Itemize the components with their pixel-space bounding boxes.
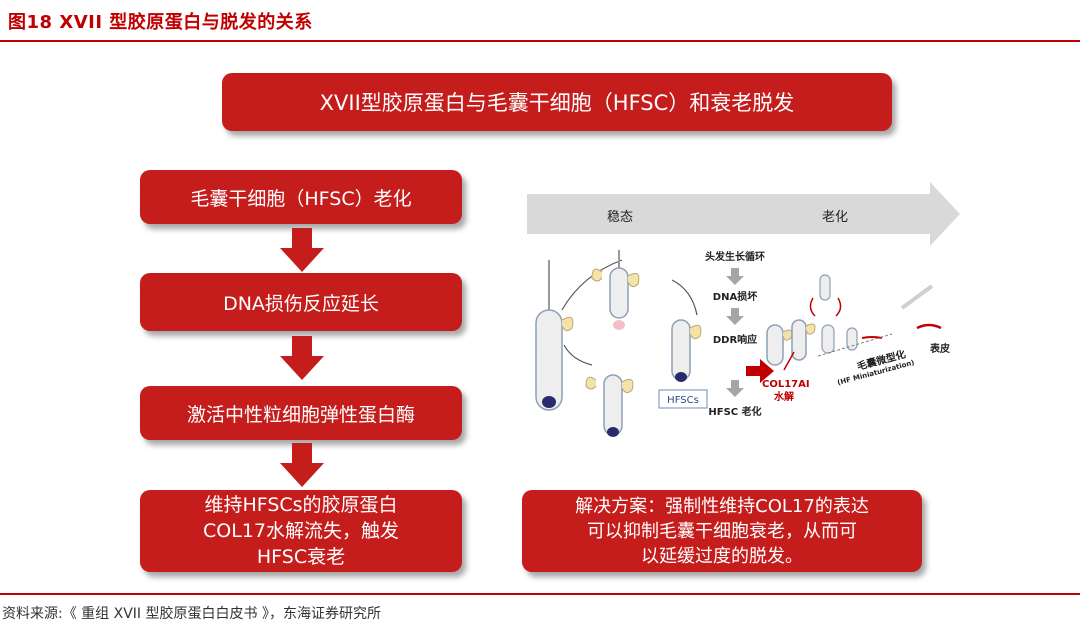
hair-follicle-diagram: 稳态 老化 HFSCs 头发生长循环 DNA损坏 DDR响应 HFSC 老化 bbox=[527, 182, 960, 437]
stage-homeostasis: 稳态 bbox=[607, 209, 633, 225]
down-arrow-icon bbox=[280, 228, 324, 272]
step-dna-damage: DNA损伤反应延长 bbox=[140, 273, 462, 331]
hfscs-label-box bbox=[658, 389, 708, 409]
top-rule bbox=[0, 40, 1080, 42]
hfscs-label: HFSCs bbox=[667, 395, 699, 406]
label-hfsc-aging: HFSC 老化 bbox=[708, 405, 761, 418]
label-ddr: DDR响应 bbox=[713, 333, 757, 346]
flow-arrow-icon bbox=[726, 380, 744, 397]
label-hair-cycle: 头发生长循环 bbox=[705, 250, 765, 263]
stage-aging: 老化 bbox=[822, 210, 848, 225]
hair-cycle-illustration bbox=[535, 250, 702, 437]
step-col17-loss: 维持HFSCs的胶原蛋白 COL17水解流失，触发 HFSC衰老 bbox=[140, 490, 462, 572]
label-epidermis: 表皮 bbox=[929, 342, 950, 355]
label-col17-line2: 水解 bbox=[773, 390, 794, 403]
stage-arrow bbox=[527, 182, 960, 246]
flow-arrow-icon bbox=[726, 308, 744, 325]
label-col17-line1: COL17AI bbox=[762, 379, 810, 390]
down-arrow-icon bbox=[280, 336, 324, 380]
source-note: 资料来源:《 重组 XVII 型胶原蛋白白皮书 》，东海证券研究所 bbox=[2, 606, 381, 622]
solution-box: 解决方案：强制性维持COL17的表达 可以抑制毛囊干细胞衰老，从而可 以延缓过度… bbox=[522, 490, 922, 572]
bottom-rule bbox=[0, 593, 1080, 595]
step-hfsc-aging: 毛囊干细胞（HFSC）老化 bbox=[140, 170, 462, 224]
header-box: XVII型胶原蛋白与毛囊干细胞（HFSC）和衰老脱发 bbox=[222, 73, 892, 131]
aging-follicles-illustration bbox=[766, 274, 942, 371]
down-arrow-icon bbox=[280, 443, 324, 487]
red-arrow-icon bbox=[746, 359, 774, 383]
flow-arrow-icon bbox=[726, 268, 744, 285]
step-neutrophil-elastase: 激活中性粒细胞弹性蛋白酶 bbox=[140, 386, 462, 440]
label-dna-damage: DNA损坏 bbox=[713, 290, 757, 303]
figure-title: 图18 XVII 型胶原蛋白与脱发的关系 bbox=[8, 12, 313, 33]
